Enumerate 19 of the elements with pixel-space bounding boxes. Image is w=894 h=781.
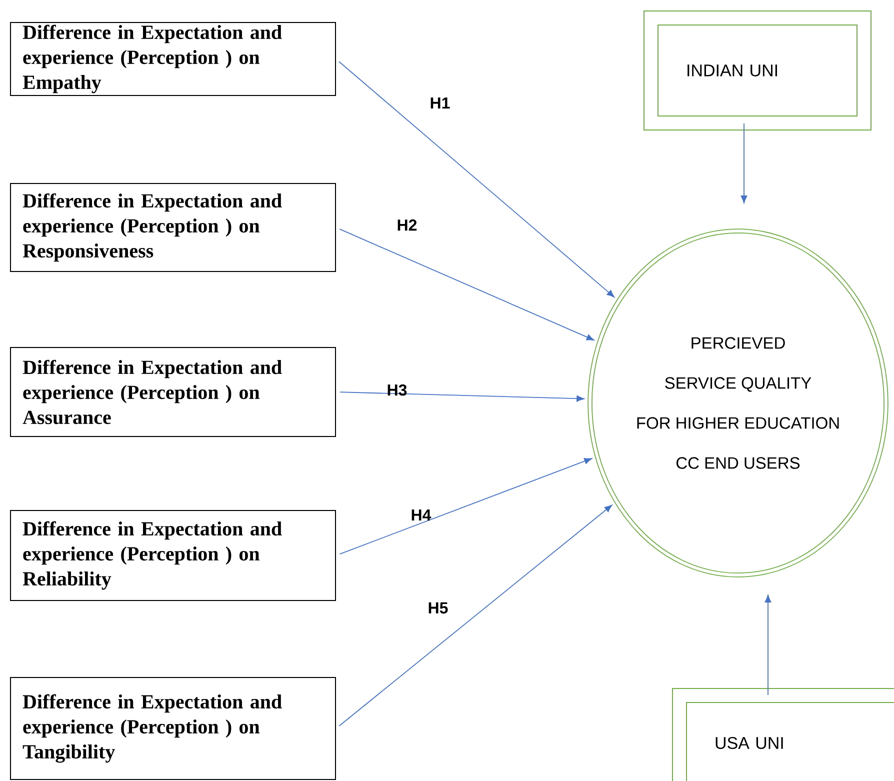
factor-box: Difference in Expectation and experience (Perception ) on Empathy <box>10 22 336 96</box>
arrow <box>740 123 748 204</box>
arrow <box>340 392 584 402</box>
hypothesis-label: H3 <box>388 384 407 396</box>
arrow <box>338 61 615 298</box>
arrow <box>339 458 592 555</box>
factor-box: Difference in Expectation and experience (Perception ) on Reliability <box>10 510 336 601</box>
arrow <box>764 594 772 696</box>
arrow <box>338 504 612 726</box>
hypothesis-label: H4 <box>412 510 432 520</box>
hypothesis-label: H1 <box>430 98 450 108</box>
factor-box: Difference in Expectation and experience (Perception ) on Responsiveness <box>10 183 336 272</box>
factor-box: Difference in Expectation and experience (Perception ) on Tangibility <box>10 677 336 780</box>
university-box: USA UNI <box>672 688 894 781</box>
hypothesis-label: H5 <box>428 602 448 614</box>
arrow <box>339 228 594 340</box>
university-box: INDIAN UNI <box>644 10 872 130</box>
hypothesis-label: H2 <box>398 219 417 231</box>
factor-box: Difference in Expectation and experience (Perception ) on Assurance <box>10 347 336 437</box>
